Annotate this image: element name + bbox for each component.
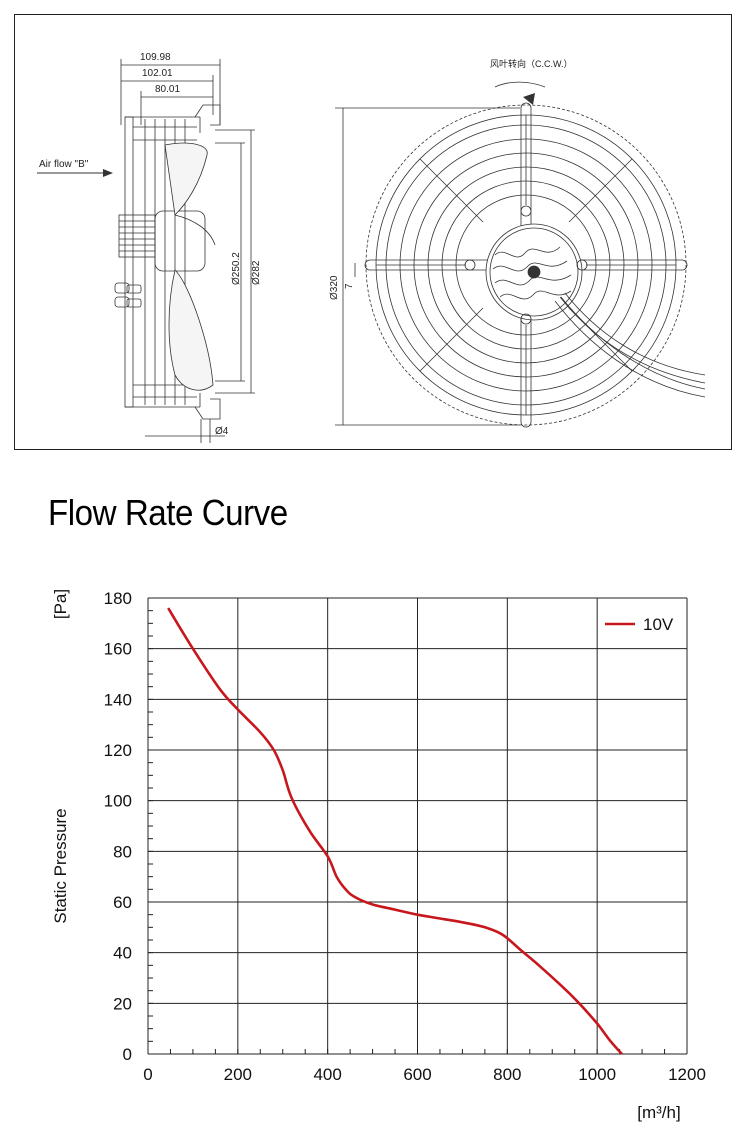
x-tick-label: 800	[493, 1065, 521, 1084]
chart-legend: 10V	[605, 615, 674, 634]
x-tick-label: 600	[403, 1065, 431, 1084]
x-tick-labels: 0 200 400 600 800 1000 1200	[143, 1065, 706, 1084]
y-tick-label: 140	[104, 690, 132, 709]
y-tick-label: 160	[104, 640, 132, 659]
y-axis-unit: [Pa]	[51, 589, 70, 619]
technical-drawing: 109.98 102.01 80.01 Air flow "B" Ø250.2 …	[14, 14, 732, 450]
x-tick-label: 0	[143, 1065, 152, 1084]
x-axis-label: [m³/h]	[637, 1103, 680, 1122]
x-tick-label: 200	[224, 1065, 252, 1084]
dim-outer-diameter: Ø282	[251, 260, 262, 285]
legend-label: 10V	[643, 615, 674, 634]
y-tick-label: 100	[104, 792, 132, 811]
flow-rate-chart: 0 200 400 600 800 1000 1200 0 20 40 60 80 100 120 140…	[51, 589, 706, 1122]
series-layer	[167, 607, 623, 1055]
dim-hole: Ø4	[215, 426, 229, 437]
x-tick-label: 400	[313, 1065, 341, 1084]
drawing-svg: 109.98 102.01 80.01 Air flow "B" Ø250.2 …	[37, 52, 706, 443]
fan-front-view	[335, 81, 706, 428]
dim-top-3: 80.01	[155, 84, 180, 95]
dim-offset: 7	[344, 283, 355, 289]
chart-grid	[147, 597, 688, 1055]
dim-guard-diameter: Ø320	[329, 275, 340, 300]
y-axis-label: Static Pressure	[51, 808, 70, 923]
y-tick-label: 60	[113, 893, 132, 912]
y-tick-label: 180	[104, 589, 132, 608]
dim-top-2: 102.01	[142, 68, 173, 79]
rotation-label: 风叶转向（C.C.W.）	[490, 58, 573, 69]
dim-inner-diameter: Ø250.2	[231, 252, 242, 285]
y-tick-labels: 0 20 40 60 80 100 120 140 160 180	[104, 589, 132, 1064]
y-tick-label: 20	[113, 994, 132, 1013]
y-tick-label: 0	[123, 1045, 132, 1064]
y-tick-label: 80	[113, 842, 132, 861]
section-title: Flow Rate Curve	[48, 492, 288, 533]
x-tick-label: 1200	[668, 1065, 706, 1084]
series-line-10v	[167, 607, 623, 1055]
fan-side-view	[114, 59, 255, 443]
rotation-arrow-icon	[523, 93, 535, 105]
y-tick-label: 120	[104, 741, 132, 760]
dim-top-1: 109.98	[140, 52, 171, 63]
x-tick-label: 1000	[578, 1065, 616, 1084]
airflow-arrow-icon	[37, 169, 113, 177]
y-tick-label: 40	[113, 944, 132, 963]
airflow-label: Air flow "B"	[39, 159, 89, 170]
